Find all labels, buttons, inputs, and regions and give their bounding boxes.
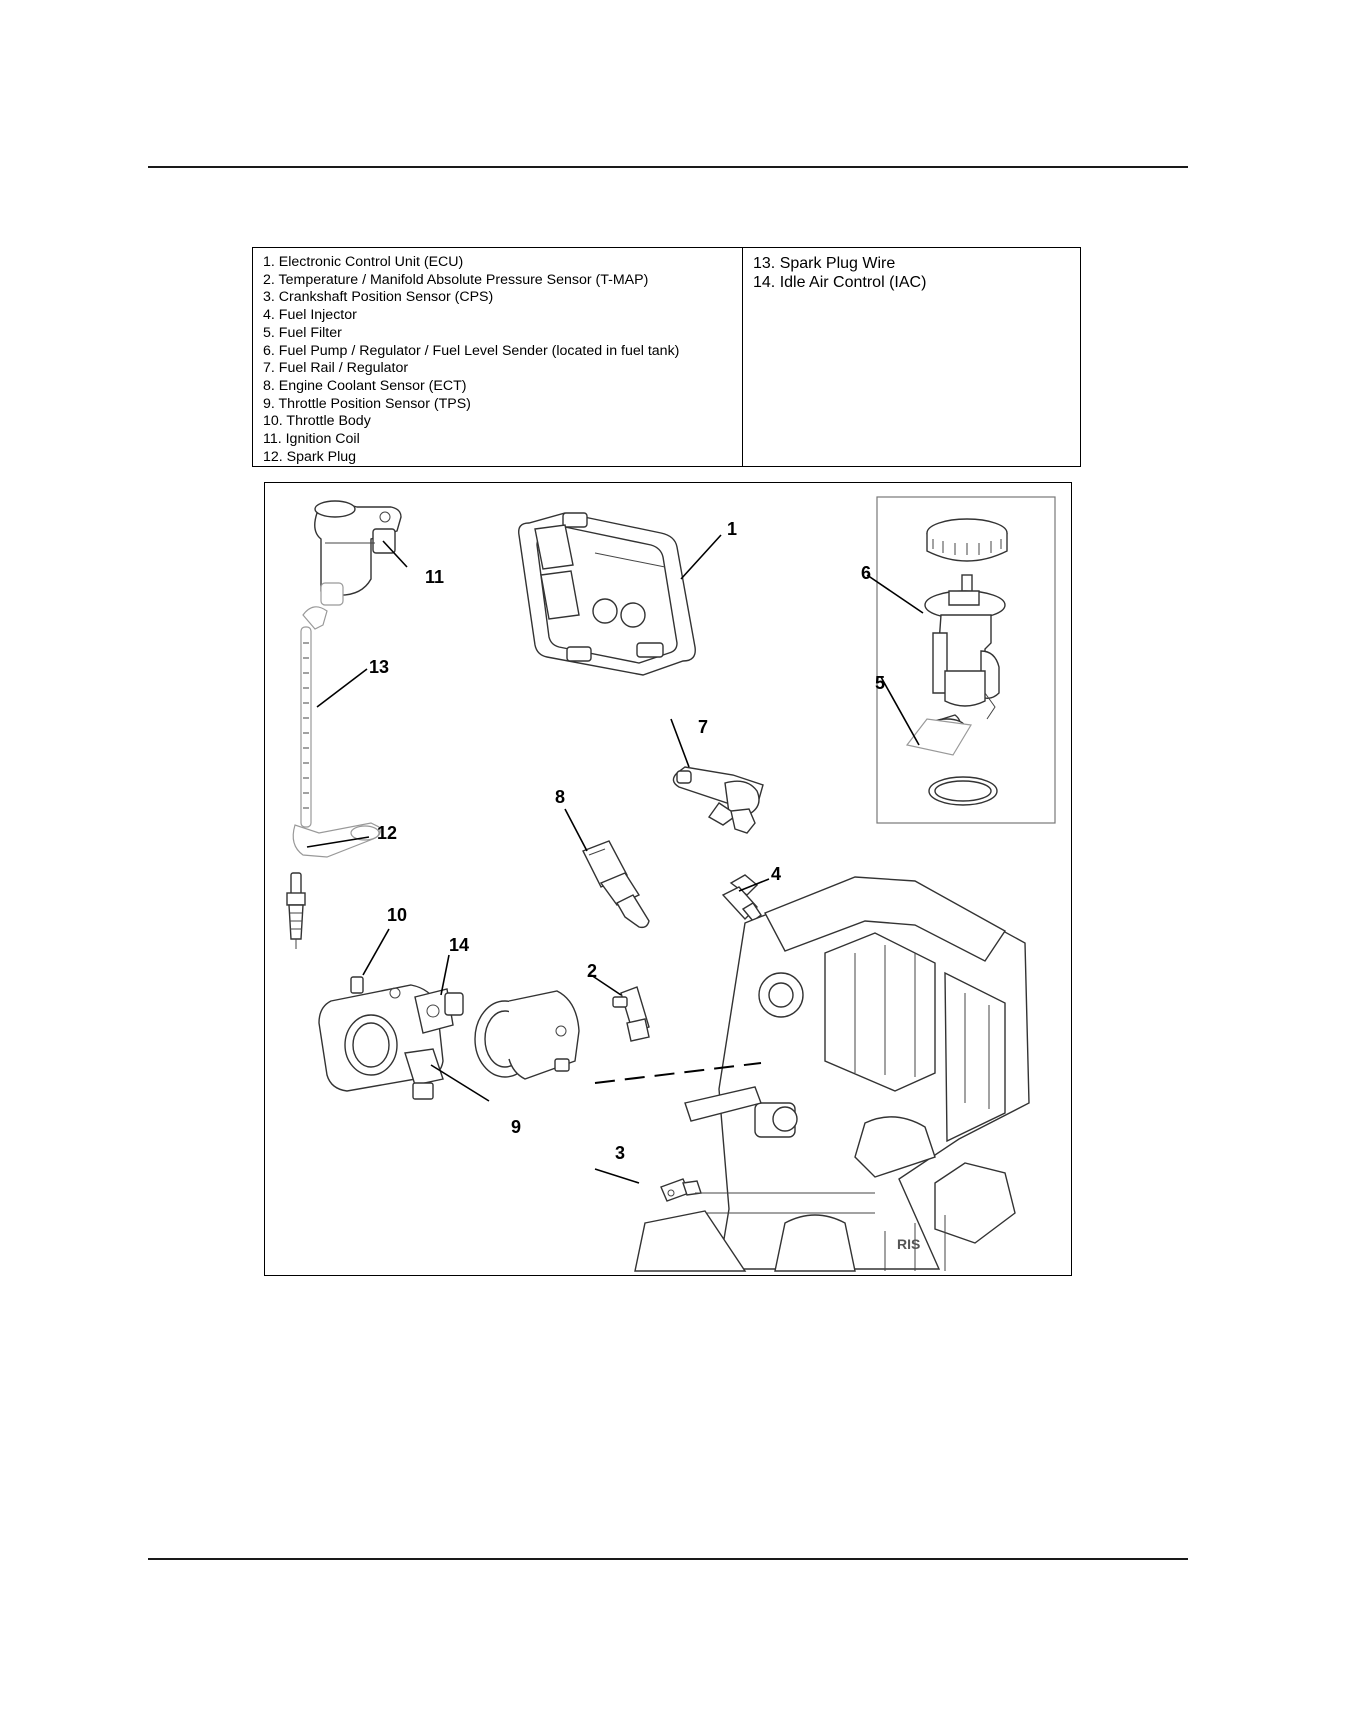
legend-item: 3. Crankshaft Position Sensor (CPS) — [263, 289, 494, 306]
callout-5: 5 — [875, 673, 885, 693]
legend-item: 2. Temperature / Manifold Absolute Press… — [263, 271, 649, 288]
throttle-body-drawing — [318, 976, 464, 1100]
legend-item: 10. Throttle Body — [263, 413, 371, 430]
callout-11: 11 — [425, 567, 444, 587]
spark-plug-wire-drawing — [292, 606, 381, 858]
legend-column-left: 1. Electronic Control Unit (ECU) 2. Temp… — [253, 248, 743, 466]
ecu-drawing — [518, 512, 696, 676]
legend-item: 4. Fuel Injector — [263, 307, 357, 324]
callout-10: 10 — [387, 905, 407, 925]
callout-8: 8 — [555, 787, 565, 807]
callout-9: 9 — [511, 1117, 521, 1137]
diagram-canvas: RIS 1 2 3 4 5 6 7 — [286, 496, 1056, 1272]
engine-badge: RIS — [897, 1236, 920, 1252]
fuel-injector-drawing — [721, 874, 762, 922]
callout-14: 14 — [449, 935, 469, 955]
tmap-sensor-drawing — [612, 986, 650, 1042]
legend-item: 12. Spark Plug — [263, 448, 357, 465]
legend-item: 6. Fuel Pump / Regulator / Fuel Level Se… — [263, 342, 680, 359]
legend-item: 7. Fuel Rail / Regulator — [263, 360, 409, 377]
parts-legend: 1. Electronic Control Unit (ECU) 2. Temp… — [252, 247, 1081, 467]
assembly-dashed-line — [594, 1062, 762, 1084]
ignition-coil-drawing — [314, 500, 402, 606]
spark-plug-drawing — [286, 872, 306, 949]
legend-item: 14. Idle Air Control (IAC) — [753, 274, 927, 291]
legend-column-right: 13. Spark Plug Wire 14. Idle Air Control… — [743, 248, 1080, 466]
crank-sensor-drawing — [660, 1178, 702, 1202]
callout-2: 2 — [587, 961, 597, 981]
callout-3: 3 — [615, 1143, 625, 1163]
legend-item: 5. Fuel Filter — [263, 324, 342, 341]
callout-13: 13 — [369, 657, 389, 677]
callout-4: 4 — [771, 864, 781, 884]
callout-7: 7 — [698, 717, 708, 737]
legend-item: 13. Spark Plug Wire — [753, 255, 896, 272]
callout-1: 1 — [727, 519, 737, 539]
callout-12: 12 — [377, 823, 397, 843]
coolant-sensor-drawing — [582, 840, 650, 929]
legend-item: 11. Ignition Coil — [263, 431, 360, 448]
callout-6: 6 — [861, 563, 871, 583]
intake-boot-drawing — [474, 990, 580, 1080]
footer-rule — [148, 1558, 1188, 1560]
fuel-rail-drawing — [672, 766, 764, 834]
efi-components-diagram: RIS 1 2 3 4 5 6 7 — [264, 482, 1072, 1276]
legend-item: 9. Throttle Position Sensor (TPS) — [263, 395, 471, 412]
fuel-pump-assembly-drawing — [876, 496, 1056, 824]
header-rule — [148, 166, 1188, 168]
engine-drawing: RIS — [634, 876, 1030, 1272]
callout-numbers: 1 2 3 4 5 6 7 8 9 10 11 12 13 14 — [369, 519, 885, 1163]
leader-lines — [306, 534, 924, 1184]
legend-item: 8. Engine Coolant Sensor (ECT) — [263, 377, 467, 394]
legend-item: 1. Electronic Control Unit (ECU) — [263, 254, 464, 270]
